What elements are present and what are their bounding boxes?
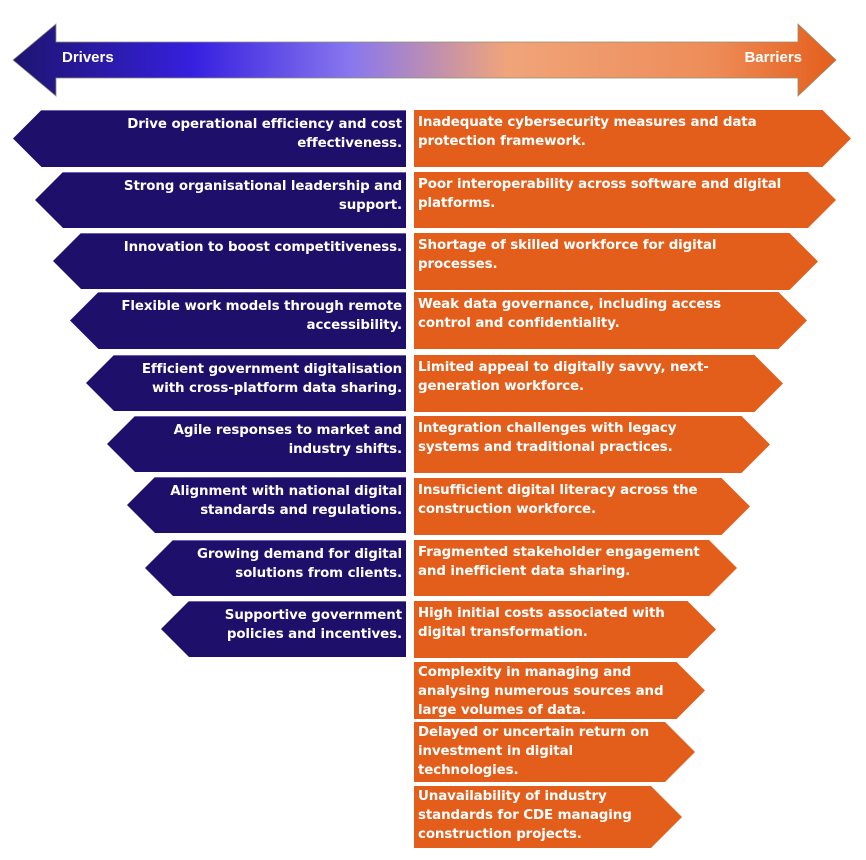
driver-arrow: Agile responses to market and industry s… <box>107 416 406 472</box>
driver-arrow: Innovation to boost competitiveness. <box>53 233 406 289</box>
barrier-arrow: Delayed or uncertain return on investmen… <box>414 722 695 782</box>
barrier-arrow: Weak data governance, including access c… <box>414 292 807 349</box>
driver-text: Drive operational efficiency and cost ef… <box>127 117 402 151</box>
barrier-text: Weak data governance, including access c… <box>418 297 722 331</box>
barrier-text: Fragmented stakeholder engagement and in… <box>418 545 700 579</box>
driver-arrow: Drive operational efficiency and cost ef… <box>13 110 406 167</box>
driver-arrow: Strong organisational leadership and sup… <box>35 172 406 228</box>
barrier-arrow: Inadequate cybersecurity measures and da… <box>414 110 851 167</box>
drivers-label: Drivers <box>62 49 114 66</box>
barrier-arrow: Shortage of skilled workforce for digita… <box>414 233 818 290</box>
driver-text: Agile responses to market and industry s… <box>173 423 402 457</box>
barrier-text: High initial costs associated with digit… <box>418 606 665 640</box>
driver-text: Innovation to boost competitiveness. <box>123 240 402 255</box>
driver-text: Alignment with national digital standard… <box>170 484 402 518</box>
barrier-arrow: Poor interoperability across software an… <box>414 172 836 228</box>
barrier-arrow: Integration challenges with legacy syste… <box>414 416 770 473</box>
barrier-text: Insufficient digital literacy across the… <box>418 483 698 517</box>
barrier-text: Poor interoperability across software an… <box>418 177 782 211</box>
driver-arrow: Alignment with national digital standard… <box>127 477 406 533</box>
barriers-label: Barriers <box>744 49 802 66</box>
barrier-text: Integration challenges with legacy syste… <box>418 421 677 455</box>
barrier-text: Shortage of skilled workforce for digita… <box>418 238 717 272</box>
driver-arrow: Efficient government digitalisation with… <box>86 355 406 411</box>
barrier-arrow: Fragmented stakeholder engagement and in… <box>414 540 737 596</box>
barrier-text: Complexity in managing and analysing num… <box>418 665 664 718</box>
driver-text: Growing demand for digital solutions fro… <box>196 547 402 581</box>
driver-text: Efficient government digitalisation with… <box>141 362 402 396</box>
barrier-arrow: Complexity in managing and analysing num… <box>414 662 705 719</box>
driver-text: Flexible work models through remote acce… <box>121 299 402 333</box>
driver-text: Supportive government policies and incen… <box>224 608 402 642</box>
driver-arrow: Growing demand for digital solutions fro… <box>145 540 406 596</box>
barrier-arrow: High initial costs associated with digit… <box>414 601 716 658</box>
driver-arrow: Flexible work models through remote acce… <box>70 292 406 349</box>
barrier-text: Limited appeal to digitally savvy, next-… <box>418 360 709 394</box>
barrier-text: Inadequate cybersecurity measures and da… <box>418 115 757 149</box>
driver-text: Strong organisational leadership and sup… <box>123 179 402 213</box>
driver-arrow: Supportive government policies and incen… <box>161 601 406 657</box>
barrier-text: Unavailability of industry standards for… <box>418 789 632 842</box>
barrier-text: Delayed or uncertain return on investmen… <box>418 725 649 778</box>
barrier-arrow: Unavailability of industry standards for… <box>414 786 682 848</box>
drivers-barriers-double-arrow <box>12 23 837 97</box>
barrier-arrow: Limited appeal to digitally savvy, next-… <box>414 355 783 412</box>
barrier-arrow: Insufficient digital literacy across the… <box>414 478 750 535</box>
